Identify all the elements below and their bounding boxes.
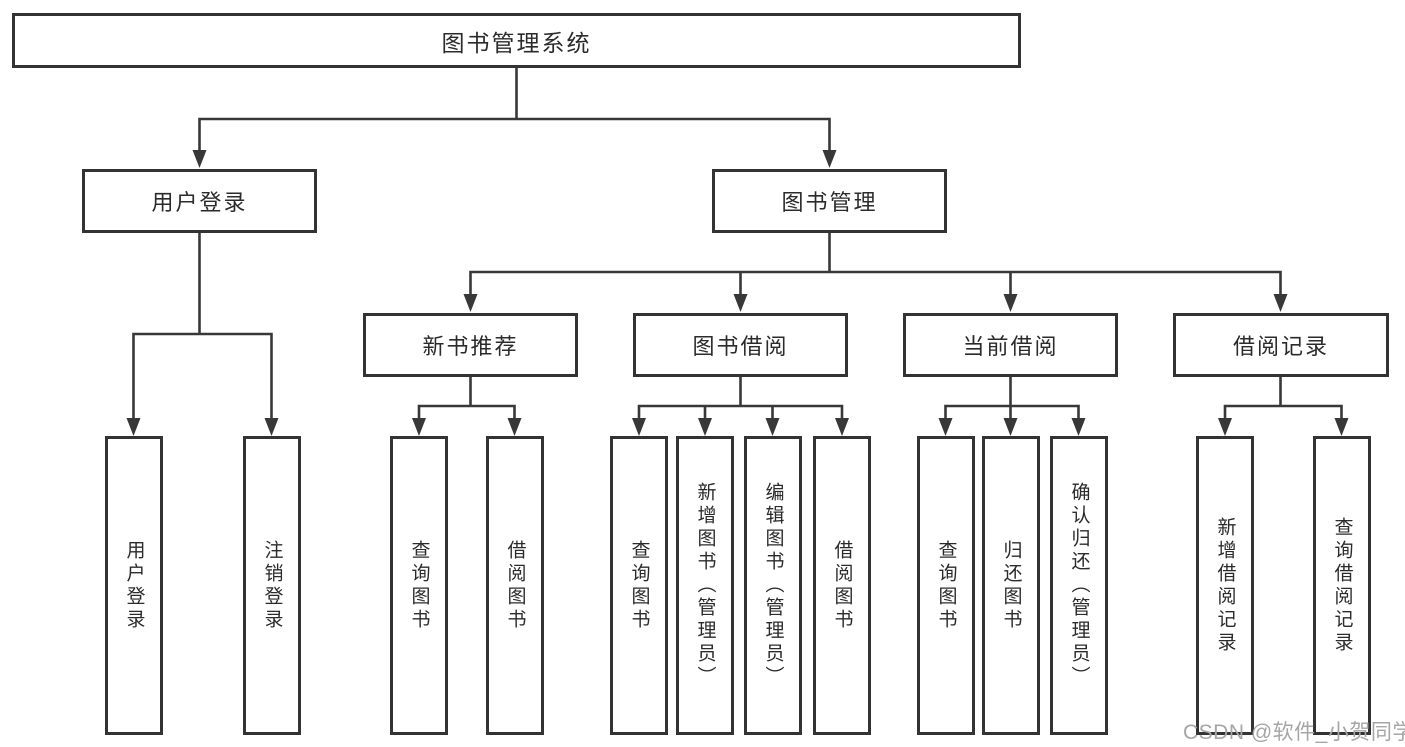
connector-book-management (469, 229, 1282, 298)
arrow-down-icon (1334, 418, 1349, 436)
arrow-down-icon (126, 418, 141, 436)
connector-new-book (417, 372, 516, 423)
arrow-down-icon (733, 294, 748, 312)
leaf-borrow-books: 借阅图书 (813, 436, 871, 735)
arrow-down-icon (835, 418, 849, 436)
leaf-add-books-admin: 新增图书（管理员） (676, 436, 734, 735)
arrow-down-icon (765, 418, 780, 436)
arrow-down-icon (822, 150, 837, 168)
leaf-query-books-borrow: 查询图书 (610, 436, 668, 735)
leaf-return-books: 归还图书 (982, 436, 1040, 735)
connector-current-borrow (944, 372, 1080, 423)
node-borrow-records: 借阅记录 (1173, 313, 1389, 377)
arrow-down-icon (1003, 294, 1018, 312)
arrow-down-icon (412, 418, 426, 436)
arrow-down-icon (507, 418, 522, 436)
node-current-borrow: 当前借阅 (903, 313, 1118, 377)
leaf-logout: 注销登录 (243, 436, 301, 735)
arrow-down-icon (1071, 418, 1086, 436)
leaf-query-books-current: 查询图书 (917, 436, 975, 735)
node-book-management: 图书管理 (712, 169, 947, 233)
node-new-book-recommend: 新书推荐 (363, 313, 578, 377)
connector-user-login (132, 229, 273, 423)
arrow-down-icon (698, 418, 712, 436)
arrow-down-icon (1218, 418, 1232, 436)
connector-book-borrow (637, 372, 844, 423)
node-library-system: 图书管理系统 (12, 13, 1021, 68)
connector-borrow-records (1223, 372, 1343, 423)
connector-root (198, 64, 831, 154)
leaf-edit-books-admin: 编辑图书（管理员） (744, 436, 802, 735)
arrow-down-icon (1003, 418, 1018, 436)
leaf-add-borrow-record: 新增借阅记录 (1196, 436, 1254, 735)
arrow-down-icon (938, 418, 953, 436)
arrow-down-icon (192, 150, 207, 168)
node-book-borrow: 图书借阅 (633, 313, 848, 377)
node-user-login: 用户登录 (82, 169, 317, 233)
arrow-down-icon (463, 294, 478, 312)
leaf-query-books-recommend: 查询图书 (390, 436, 448, 735)
arrow-down-icon (264, 418, 279, 436)
leaf-borrow-books-recommend: 借阅图书 (486, 436, 544, 735)
arrow-down-icon (632, 418, 646, 436)
leaf-confirm-return-admin: 确认归还（管理员） (1050, 436, 1108, 735)
watermark: CSDN @软件_小贺同学 (1183, 721, 1405, 744)
arrow-down-icon (1273, 294, 1288, 312)
leaf-query-borrow-record: 查询借阅记录 (1313, 436, 1371, 735)
leaf-user-login: 用户登录 (105, 436, 163, 735)
